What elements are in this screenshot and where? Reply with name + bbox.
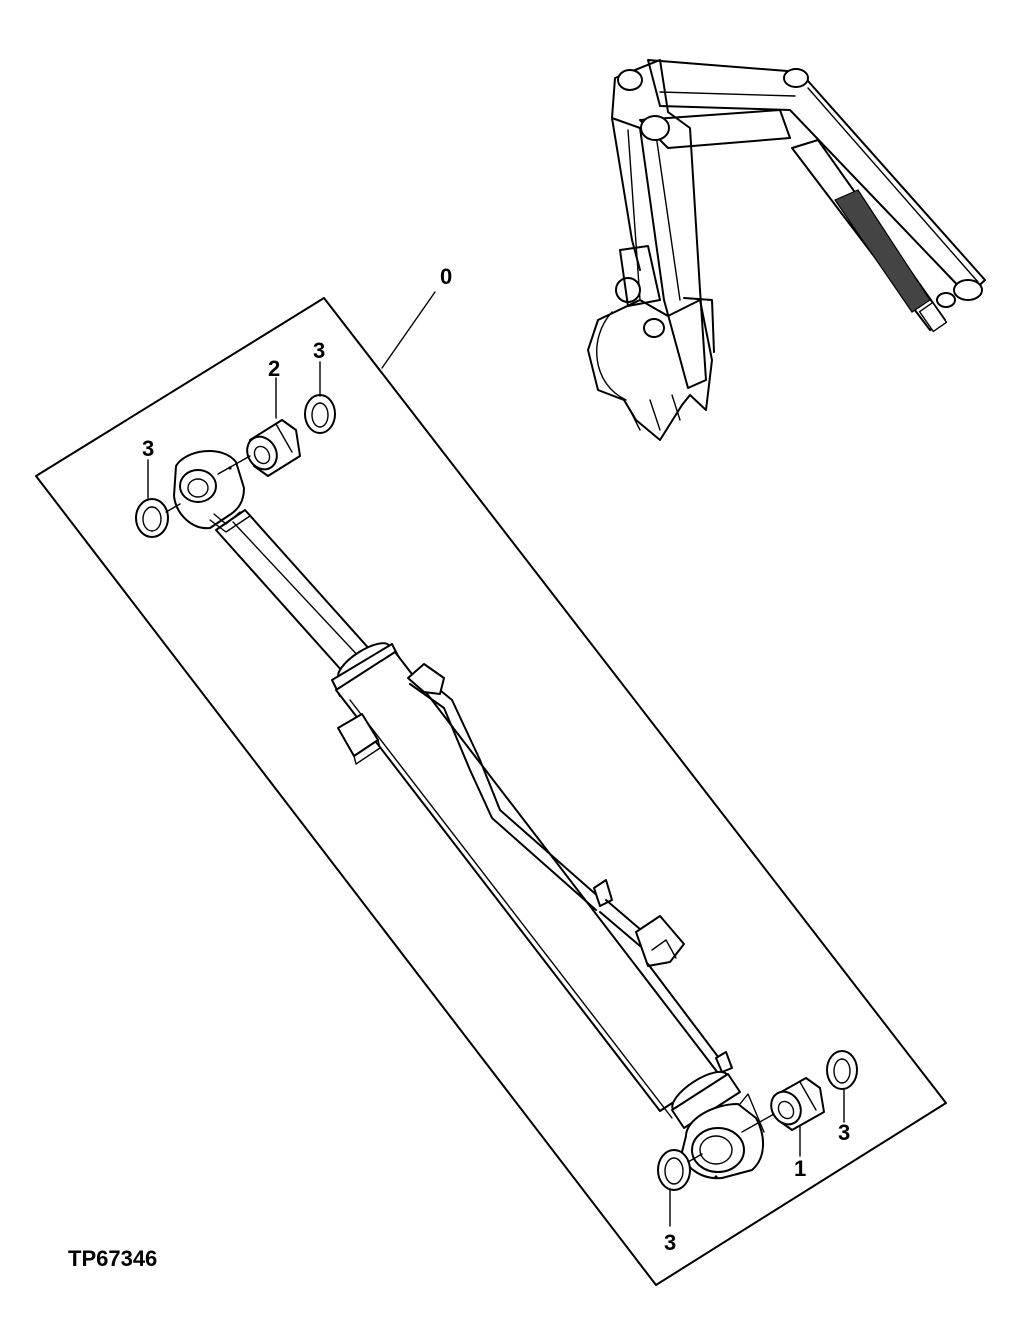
seal-part-3-top-right <box>304 394 336 434</box>
figure-code: TP67346 <box>68 1246 157 1271</box>
callout-3-bottom-left: 3 <box>664 1230 676 1255</box>
hydraulic-cylinder <box>173 449 765 1180</box>
callout-3-top-right: 3 <box>313 338 325 363</box>
callout-3-top-left: 3 <box>142 436 154 461</box>
seal-bottom-left-axis-line <box>687 1153 703 1163</box>
callout-3-bottom-right: 3 <box>838 1120 850 1145</box>
bushing-1-axis-line <box>741 1113 775 1133</box>
callout-0-leader <box>381 291 436 369</box>
bushing-2-axis-line <box>217 455 251 475</box>
bushing-part-2 <box>246 419 301 477</box>
callout-1: 1 <box>794 1156 806 1181</box>
seal-part-3-top-left <box>135 498 169 538</box>
bushing-part-1 <box>770 1077 825 1131</box>
callout-0: 0 <box>440 264 452 289</box>
callout-2: 2 <box>268 356 280 381</box>
seal-part-3-bottom-right <box>826 1050 858 1090</box>
excavator-locator-illustration <box>587 59 986 441</box>
seal-part-3-bottom-left <box>657 1149 691 1191</box>
assembly-outline <box>35 297 947 1286</box>
seal-top-left-axis-line <box>165 503 181 513</box>
